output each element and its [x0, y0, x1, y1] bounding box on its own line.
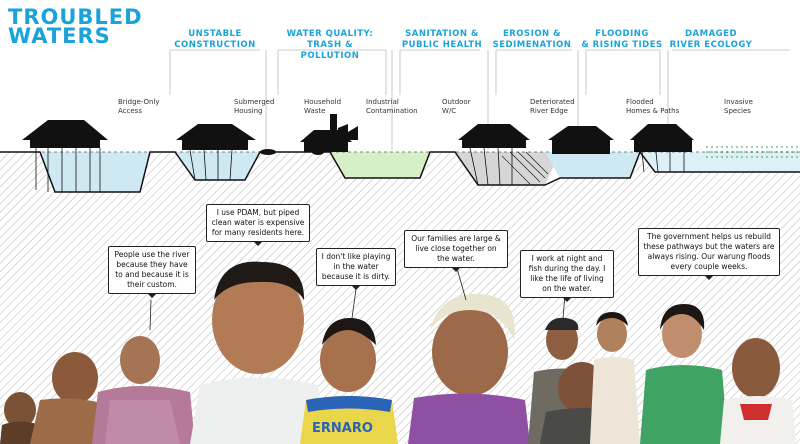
issue-label-line: Flooded — [626, 98, 654, 106]
house-stilts — [35, 148, 101, 192]
house-body — [30, 138, 100, 148]
portrait-woman-headscarf — [408, 293, 530, 444]
issue-label-line: Invasive — [724, 98, 753, 106]
house-stilts — [641, 151, 685, 173]
house-roof — [176, 124, 256, 140]
ground-profile-line — [0, 150, 800, 193]
house-stilts — [189, 149, 233, 181]
issue-label-line: Species — [724, 107, 751, 115]
portrait-boy-yellow-shirt: ERNARO — [300, 318, 398, 444]
trash-pile — [260, 149, 276, 155]
stilt-houses — [22, 114, 694, 192]
resident-portraits: ERNARO — [0, 261, 796, 444]
house-roof — [458, 124, 530, 140]
category-flooding: FLOODING & RISING TIDES — [580, 29, 664, 51]
category-line: UNSTABLE — [188, 29, 242, 39]
category-line: TRASH & POLLUTION — [300, 40, 360, 61]
issue-label-line: Submerged — [234, 98, 275, 106]
quote-bubble: I don't like playing in the water becaus… — [316, 248, 396, 290]
issue-label-line: Contamination — [366, 107, 418, 115]
house-body — [182, 138, 248, 150]
portrait-woman-green-shirt — [640, 304, 728, 444]
quote-bubble: The government helps us rebuild these pa… — [638, 228, 780, 280]
house-roof — [22, 120, 108, 140]
issue-label-outdoor-wc: Outdoor W/C — [442, 98, 471, 116]
category-erosion: EROSION & SEDIMENATION — [490, 29, 574, 51]
house-roof — [630, 124, 694, 140]
issue-label-household-waste: Household Waste — [304, 98, 341, 116]
trash-pile — [312, 149, 324, 155]
category-line: & RISING TIDES — [581, 40, 663, 50]
factory-chimney — [330, 114, 337, 140]
issue-label-line: Bridge-Only — [118, 98, 160, 106]
quote-bubble: I work at night and fish during the day.… — [520, 250, 614, 302]
category-unstable-construction: UNSTABLE CONSTRUCTION — [170, 29, 260, 51]
issue-label-line: Deteriorated — [530, 98, 575, 106]
category-line: RIVER ECOLOGY — [669, 40, 753, 50]
issue-label-line: Access — [118, 107, 142, 115]
issue-label-line: Waste — [304, 107, 326, 115]
portrait-young-man — [190, 261, 326, 444]
water-channels — [40, 146, 800, 192]
house-roof — [548, 126, 614, 140]
factory-building — [338, 124, 358, 140]
issue-label-line: Household — [304, 98, 342, 106]
category-line: SANITATION & — [405, 29, 479, 39]
portrait-woman-white-blouse — [590, 312, 640, 444]
title-line-2: WATERS — [8, 24, 111, 48]
category-line: WATER QUALITY: — [286, 29, 374, 39]
grass-field — [330, 152, 430, 178]
house-body — [552, 138, 610, 154]
issue-label-line: Housing — [234, 107, 263, 115]
quote-bubble: I use PDAM, but piped clean water is exp… — [206, 204, 310, 246]
issue-label-invasive-species: Invasive Species — [724, 98, 753, 116]
issue-label-line: Industrial — [366, 98, 399, 106]
category-line: CONSTRUCTION — [174, 40, 256, 50]
shirt-print: ERNARO — [312, 421, 373, 436]
house-body — [634, 138, 692, 152]
category-sanitation: SANITATION & PUBLIC HEALTH — [400, 29, 484, 51]
issue-label-bridge-access: Bridge-Only Access — [118, 98, 160, 116]
erosion-hatch — [501, 151, 549, 185]
issue-label-flooded-homes: Flooded Homes & Paths — [626, 98, 679, 116]
house-body — [462, 138, 526, 148]
issue-label-line: W/C — [442, 107, 457, 115]
category-river-ecology: DAMAGED RIVER ECOLOGY — [666, 29, 756, 51]
category-line: PUBLIC HEALTH — [401, 40, 483, 50]
portrait-woman-patterned — [92, 336, 195, 444]
issue-label-industrial-contamination: Industrial Contamination — [366, 98, 418, 116]
page-title: TROUBLED WATERS — [8, 5, 143, 48]
quote-bubble: People use the river because they have t… — [108, 246, 196, 298]
issue-label-line: Homes & Paths — [626, 107, 680, 115]
category-water-quality: WATER QUALITY: TRASH & POLLUTION — [276, 29, 384, 62]
portrait-boy-shirtless — [30, 352, 110, 444]
category-line: EROSION & — [502, 29, 562, 39]
issue-label-submerged-housing: Submerged Housing — [234, 98, 274, 116]
portrait-elderly-man — [720, 338, 796, 444]
issue-label-line: River Edge — [530, 107, 568, 115]
issue-label-line: Outdoor — [442, 98, 471, 106]
category-line: DAMAGED — [684, 29, 737, 39]
title-line-1: TROUBLED — [8, 5, 143, 29]
house-body — [304, 140, 348, 152]
issue-label-deteriorated-river-edge: Deteriorated River Edge — [530, 98, 575, 116]
quote-bubble: Our families are large & live close toge… — [404, 230, 508, 272]
category-line: FLOODING — [595, 29, 649, 39]
category-line: SEDIMENATION — [492, 40, 572, 50]
